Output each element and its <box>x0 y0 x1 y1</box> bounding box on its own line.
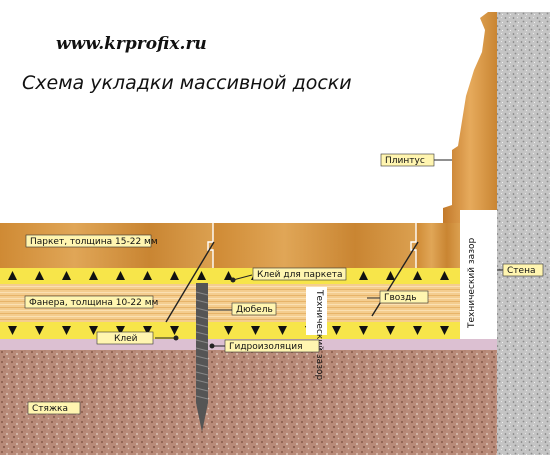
label-wall: Стена <box>502 263 544 277</box>
svg-text:Гвоздь: Гвоздь <box>384 293 417 303</box>
label-screed: Стяжка <box>27 401 81 415</box>
glue-triangle <box>386 271 395 280</box>
glue-triangle <box>413 271 422 280</box>
dowel-thread <box>195 379 209 384</box>
glue-triangle <box>35 326 44 335</box>
parquet-board-right <box>416 223 460 268</box>
tech-gap-small <box>306 287 327 335</box>
label-tech-gap: Технический зазор <box>467 238 477 329</box>
glue-triangle <box>278 326 287 335</box>
dowel-thread <box>195 339 209 344</box>
dowel-thread <box>195 347 209 352</box>
label-glue: Клей <box>96 331 154 345</box>
dowel-thread <box>195 371 209 376</box>
diagram-title: Схема укладки массивной доски <box>22 72 352 94</box>
svg-text:Стена: Стена <box>507 266 535 276</box>
dowel-thread <box>195 307 209 312</box>
nail-right <box>371 241 419 317</box>
dowel-thread <box>195 299 209 304</box>
label-waterproofing: Гидроизоляция <box>224 339 320 353</box>
glue-triangle <box>332 326 341 335</box>
glue-triangle <box>89 271 98 280</box>
dowel-thread <box>195 387 209 392</box>
dowel-thread <box>195 395 209 400</box>
label-plywood: Фанера, толщина 10-22 мм <box>24 295 158 309</box>
site-url: www.krprofix.ru <box>56 34 207 54</box>
glue-triangle <box>413 326 422 335</box>
dowel-thread <box>195 355 209 360</box>
label-parquet-glue: Клей для паркета <box>252 267 347 281</box>
svg-text:Стяжка: Стяжка <box>32 404 68 414</box>
svg-text:Фанера, толщина 10-22 мм: Фанера, толщина 10-22 мм <box>29 298 158 308</box>
label-nail: Гвоздь <box>379 290 429 304</box>
glue-triangle <box>8 271 17 280</box>
glue-triangle <box>440 326 449 335</box>
glue-triangle <box>359 326 368 335</box>
glue-triangle <box>143 271 152 280</box>
dowel-threads <box>195 291 209 400</box>
glue-triangle <box>62 326 71 335</box>
tongue-groove-joint-2 <box>410 223 417 268</box>
svg-text:Клей для паркета: Клей для паркета <box>257 270 342 280</box>
wall <box>497 12 550 455</box>
parquet-board-middle <box>213 223 416 268</box>
screed-layer <box>0 349 497 455</box>
glue-triangle <box>143 326 152 335</box>
tech-gap-small-label: Технический зазор <box>314 289 324 380</box>
glue-triangle <box>89 326 98 335</box>
glue-triangle <box>359 271 368 280</box>
label-skirting: Плинтус <box>380 153 435 167</box>
svg-text:Плинтус: Плинтус <box>385 156 425 166</box>
glue-triangle <box>62 271 71 280</box>
glue-triangle <box>224 271 233 280</box>
svg-text:Дюбель: Дюбель <box>236 305 273 315</box>
glue-triangle <box>386 326 395 335</box>
skirting-board <box>443 12 497 223</box>
technical-gap <box>460 210 497 339</box>
dowel-thread <box>195 323 209 328</box>
glue-triangle <box>116 326 125 335</box>
label-parquet: Паркет, толщина 15-22 мм <box>25 234 158 248</box>
svg-text:Клей: Клей <box>114 334 138 344</box>
dowel-thread <box>195 315 209 320</box>
dowel-thread <box>195 363 209 368</box>
dowel-tip <box>196 403 208 432</box>
glue-triangle <box>170 326 179 335</box>
glue-triangle <box>35 271 44 280</box>
glue-triangle <box>170 271 179 280</box>
svg-text:Гидроизоляция: Гидроизоляция <box>229 342 302 352</box>
dowel-thread <box>195 291 209 296</box>
glue-triangle <box>197 271 206 280</box>
dowel-thread <box>195 331 209 336</box>
glue-triangle <box>440 271 449 280</box>
nail-left <box>165 241 215 323</box>
glue-triangle <box>251 326 260 335</box>
glue-triangle <box>116 271 125 280</box>
glue-triangle <box>224 326 233 335</box>
label-dowel: Дюбель <box>231 302 277 316</box>
tongue-groove-joint-1 <box>207 223 214 268</box>
svg-text:Паркет, толщина 15-22 мм: Паркет, толщина 15-22 мм <box>30 237 158 247</box>
glue-triangle <box>8 326 17 335</box>
